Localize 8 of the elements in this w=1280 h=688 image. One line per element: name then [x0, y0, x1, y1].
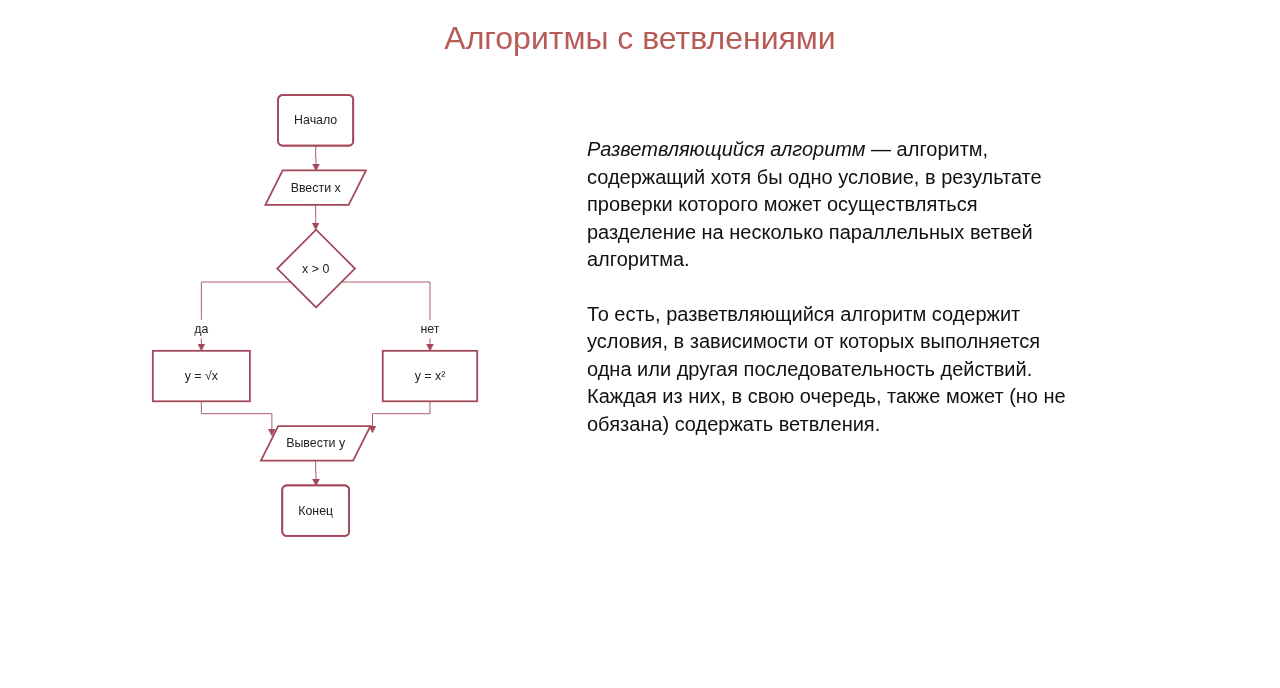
node-box: y = x² [381, 349, 479, 403]
node-diamond: x > 0 [276, 228, 357, 309]
slide-title: Алгоритмы с ветвлениями [443, 20, 837, 57]
paragraph: То есть, разветвляющийся алгоритм содержит условия, в зависимости от которых выполняется одна или другая последовательность действий. Каждая из них, в свою очередь, также может (но не обязана) содержать ветвления. [587, 301, 1067, 437]
edge-label: нет [420, 321, 440, 336]
paragraph: Разветвляющийся алгоритм — алгоритм, содержащий хотя бы одно условие, в результате проверки которого может осуществляться разделение на несколько параллельных ветвей алгоритма. [587, 137, 1043, 272]
edge-label: да [194, 321, 209, 336]
node-box: y = √x [151, 349, 251, 403]
